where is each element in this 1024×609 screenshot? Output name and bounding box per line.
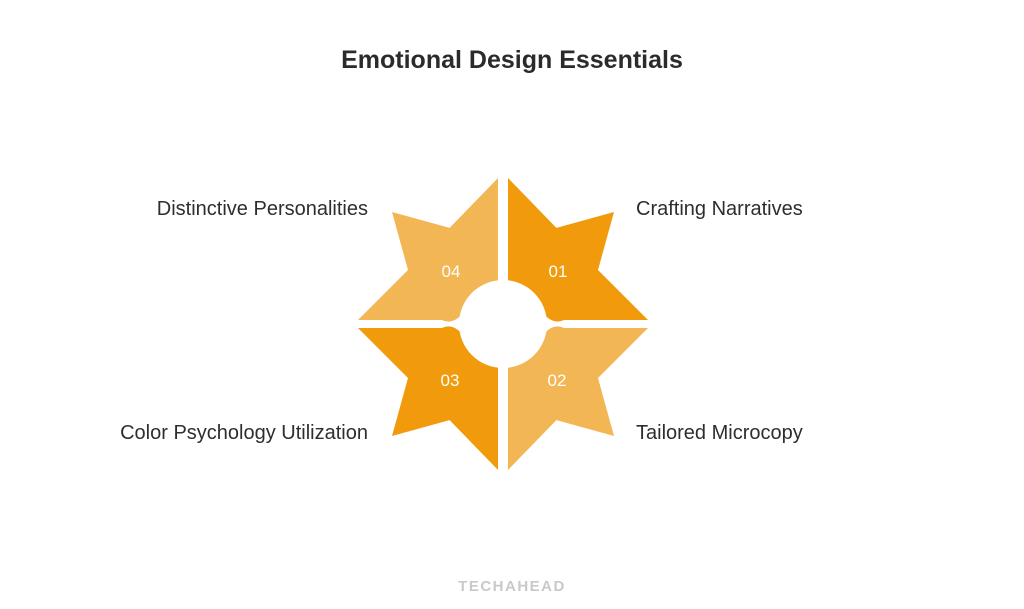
segment-02: 02 — [508, 326, 648, 470]
segment-02-label: Tailored Microcopy — [636, 422, 803, 444]
segment-01-number: 01 — [549, 262, 568, 281]
segment-02-number: 02 — [548, 371, 567, 390]
segment-04: 04 — [358, 178, 498, 322]
segment-04-number: 04 — [442, 262, 461, 281]
segment-03: 03 — [358, 326, 498, 470]
segment-01: 01 — [508, 178, 648, 322]
segment-02-shape — [508, 326, 648, 470]
segment-03-shape — [358, 326, 498, 470]
diagram-title: Emotional Design Essentials — [341, 46, 683, 74]
segment-01-label: Crafting Narratives — [636, 198, 803, 220]
segment-04-shape — [358, 178, 498, 322]
watermark-logo: TECHAHEAD — [458, 578, 566, 595]
segment-03-number: 03 — [441, 371, 460, 390]
segment-01-shape — [508, 178, 648, 322]
segment-04-label: Distinctive Personalities — [156, 198, 368, 220]
segment-03-label: Color Psychology Utilization — [120, 422, 368, 444]
center-circle — [459, 280, 547, 368]
